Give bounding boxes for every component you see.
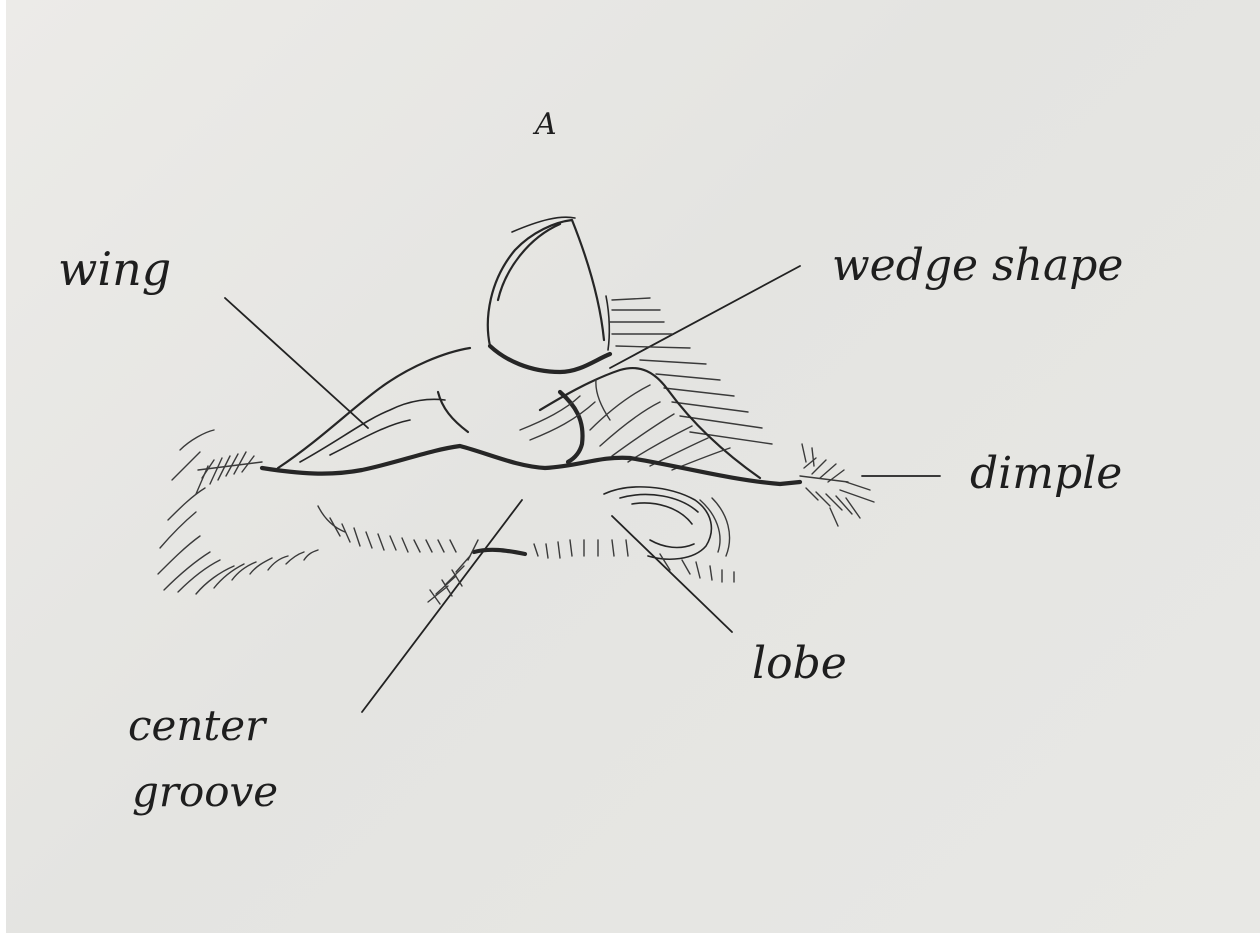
leader-center-groove bbox=[362, 500, 522, 712]
label-wing: wing bbox=[58, 242, 171, 296]
panel-letter: A bbox=[532, 107, 557, 142]
label-wedge-shape: wedge shape bbox=[832, 240, 1123, 291]
lower-hair-line bbox=[318, 506, 456, 552]
leader-wedge-shape bbox=[610, 266, 800, 368]
leader-lobe bbox=[612, 516, 732, 632]
wedge-outline bbox=[488, 217, 610, 372]
label-lobe: lobe bbox=[752, 638, 847, 689]
label-center: center bbox=[128, 701, 268, 750]
dimple-hair bbox=[800, 444, 874, 526]
center-groove bbox=[428, 540, 628, 604]
wedge-hatching bbox=[610, 298, 772, 444]
label-groove: groove bbox=[132, 767, 278, 816]
label-dimple: dimple bbox=[970, 448, 1122, 499]
leader-wing bbox=[225, 298, 368, 428]
left-hair-edge bbox=[158, 430, 318, 594]
lobe-shape bbox=[604, 487, 734, 582]
